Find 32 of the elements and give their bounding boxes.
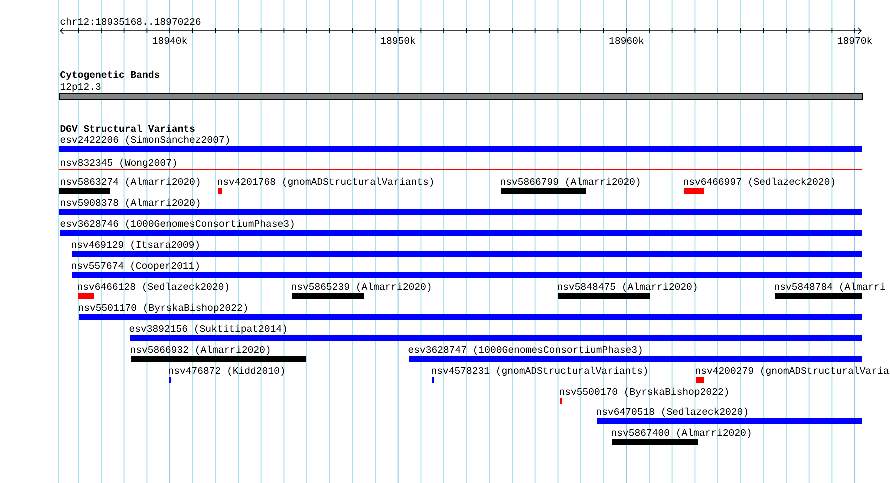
track-heading: Cytogenetic Bands (60, 70, 160, 80)
variant-label: nsv5848475 (Almarri2020) (558, 282, 697, 292)
variant-label: nsv6466997 (Sedlazeck2020) (684, 178, 834, 188)
variant-label: esv3892156 (Suktitipat2014) (130, 324, 286, 334)
variant-label: nsv476872 (Kidd2010) (169, 366, 284, 376)
variant-label: nsv5865239 (Almarri2020) (292, 282, 431, 292)
variant-label: nsv832345 (Wong2007) (61, 158, 176, 168)
position-label: chr12:18935168..18970226 (60, 18, 201, 26)
variant-label: nsv5848784 (Almarri (775, 282, 886, 292)
variant-label: esv3628746 (1000GenomesConsortiumPhase3) (60, 220, 294, 230)
variant-label: nsv4200279 (gnomADStructuralVaria (696, 366, 889, 376)
tick-label: 18970k (838, 36, 872, 44)
variant-label: nsv4201768 (gnomADStructuralVariants) (218, 178, 434, 188)
variant-label: nsv5501170 (ByrskaBishop2022) (79, 304, 248, 314)
band-label: 12p12.3 (60, 83, 101, 92)
tick-label: 18950k (381, 36, 416, 44)
variant-label: nsv557674 (Cooper2011) (72, 262, 199, 272)
variant-label: nsv6466128 (Sedlazeck2020) (78, 282, 228, 292)
variant-label: nsv5866932 (Almarri2020) (131, 346, 270, 356)
tick-label: 18940k (153, 36, 188, 44)
variant-label: nsv4578231 (gnomADStructuralVariants) (432, 366, 648, 376)
tick-label: 18960k (610, 36, 644, 44)
variant-label: nsv5866799 (Almarri2020) (501, 178, 640, 188)
variant-label: nsv469129 (Itsara2009) (72, 240, 199, 250)
variant-label: nsv5908378 (Almarri2020) (61, 198, 200, 208)
variant-label: nsv5500170 (ByrskaBishop2022) (560, 388, 728, 398)
variant-label: nsv6470518 (Sedlazeck2020) (597, 408, 748, 418)
variant-label: nsv5867400 (Almarri2020) (612, 428, 751, 438)
variant-label: esv2422206 (SimonSanchez2007) (60, 136, 230, 146)
variant-label: nsv5863274 (Almarri2020) (61, 178, 200, 188)
track-heading: DGV Structural Variants (60, 124, 195, 132)
variant-label: esv3628747 (1000GenomesConsortiumPhase3) (408, 346, 642, 356)
